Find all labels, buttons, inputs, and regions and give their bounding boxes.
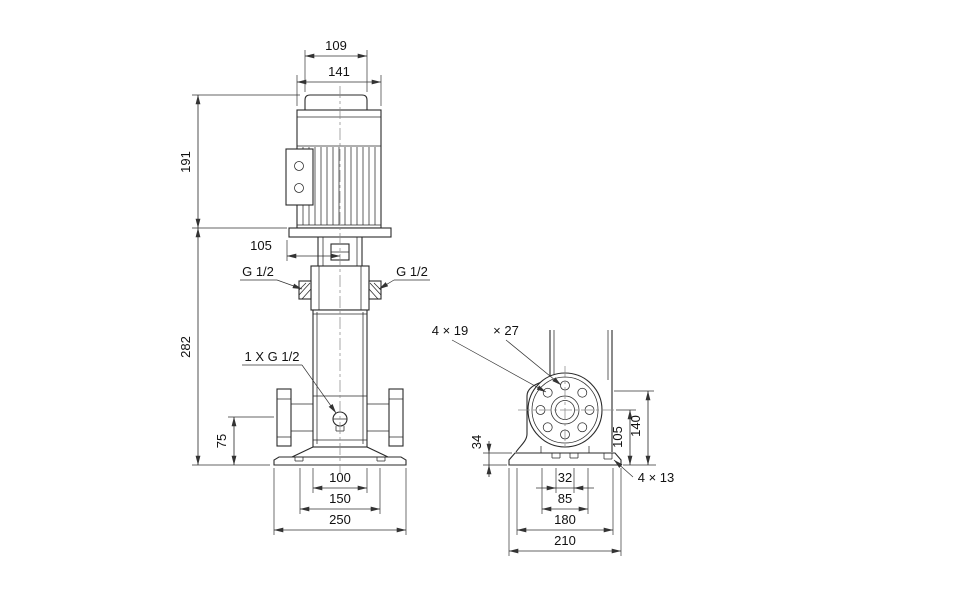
callout-base-holes: 4 × 13	[613, 459, 675, 485]
dim-32-label: 32	[558, 470, 572, 485]
dim-191-label: 191	[178, 151, 193, 173]
port-right-label: G 1/2	[396, 264, 428, 279]
callout-port-right: G 1/2	[378, 264, 430, 290]
dim-109-label: 109	[325, 38, 347, 53]
port-left	[298, 280, 312, 300]
dim-slot-32: 32	[536, 468, 594, 493]
dim-282-label: 282	[178, 336, 193, 358]
base-side	[508, 452, 622, 466]
dim-motor-height: 191	[178, 94, 300, 229]
motor	[285, 94, 392, 238]
dim-motor-width: 141	[296, 64, 382, 106]
dim-75-label: 75	[214, 434, 229, 448]
dim-base-180: 180	[516, 468, 614, 535]
base-slot-right	[376, 457, 386, 462]
dim-85-label: 85	[558, 491, 572, 506]
dim-pump-height: 282	[178, 227, 270, 466]
base-slot-inner-right	[569, 453, 579, 459]
flange-counterbore-label: × 27	[493, 323, 519, 338]
base-bolt-notch	[603, 453, 613, 460]
dim-250-label: 250	[329, 512, 351, 527]
dim-140-label: 140	[628, 415, 643, 437]
callout-port-left: G 1/2	[240, 264, 303, 290]
pump-column-side	[549, 330, 613, 380]
port-left-label: G 1/2	[242, 264, 274, 279]
dim-head-offset: 105	[250, 238, 341, 261]
base-holes-label: 4 × 13	[638, 470, 675, 485]
dim-100-label: 100	[329, 470, 351, 485]
dim-105-side-label: 105	[610, 426, 625, 448]
dim-210-label: 210	[554, 533, 576, 548]
dim-105-label: 105	[250, 238, 272, 253]
base-front	[273, 446, 407, 466]
side-flanges	[276, 388, 404, 447]
dim-slot-85: 85	[541, 468, 589, 514]
dim-base-210: 210	[508, 468, 622, 556]
callout-flange-holes: 4 × 19 × 27	[432, 323, 562, 393]
dim-180-label: 180	[554, 512, 576, 527]
dim-base-height-34: 34	[469, 435, 512, 477]
dim-150-label: 150	[329, 491, 351, 506]
motor-fins	[302, 147, 376, 225]
dim-motor-top-width: 109	[304, 38, 368, 92]
front-view: 109 141 191 282 75 105	[178, 38, 430, 535]
side-view: 4 × 19 × 27 34 105 140	[432, 323, 675, 556]
terminal-box	[285, 148, 314, 206]
base-slot-inner-left	[551, 453, 561, 459]
dim-base-100: 100	[312, 468, 368, 493]
dim-34-label: 34	[469, 435, 484, 449]
callout-drain: 1 X G 1/2	[242, 349, 337, 414]
port-right	[368, 280, 382, 300]
dim-port-height: 75	[214, 416, 274, 466]
dim-base-150: 150	[299, 468, 381, 514]
dim-base-250: 250	[273, 468, 407, 535]
drain-label: 1 X G 1/2	[245, 349, 300, 364]
dim-port-center-105: 105	[610, 409, 656, 466]
dim-flange-top-140: 140	[614, 390, 654, 466]
dim-141-label: 141	[328, 64, 350, 79]
flange-holes-label: 4 × 19	[432, 323, 469, 338]
base-slot-left	[294, 457, 304, 462]
